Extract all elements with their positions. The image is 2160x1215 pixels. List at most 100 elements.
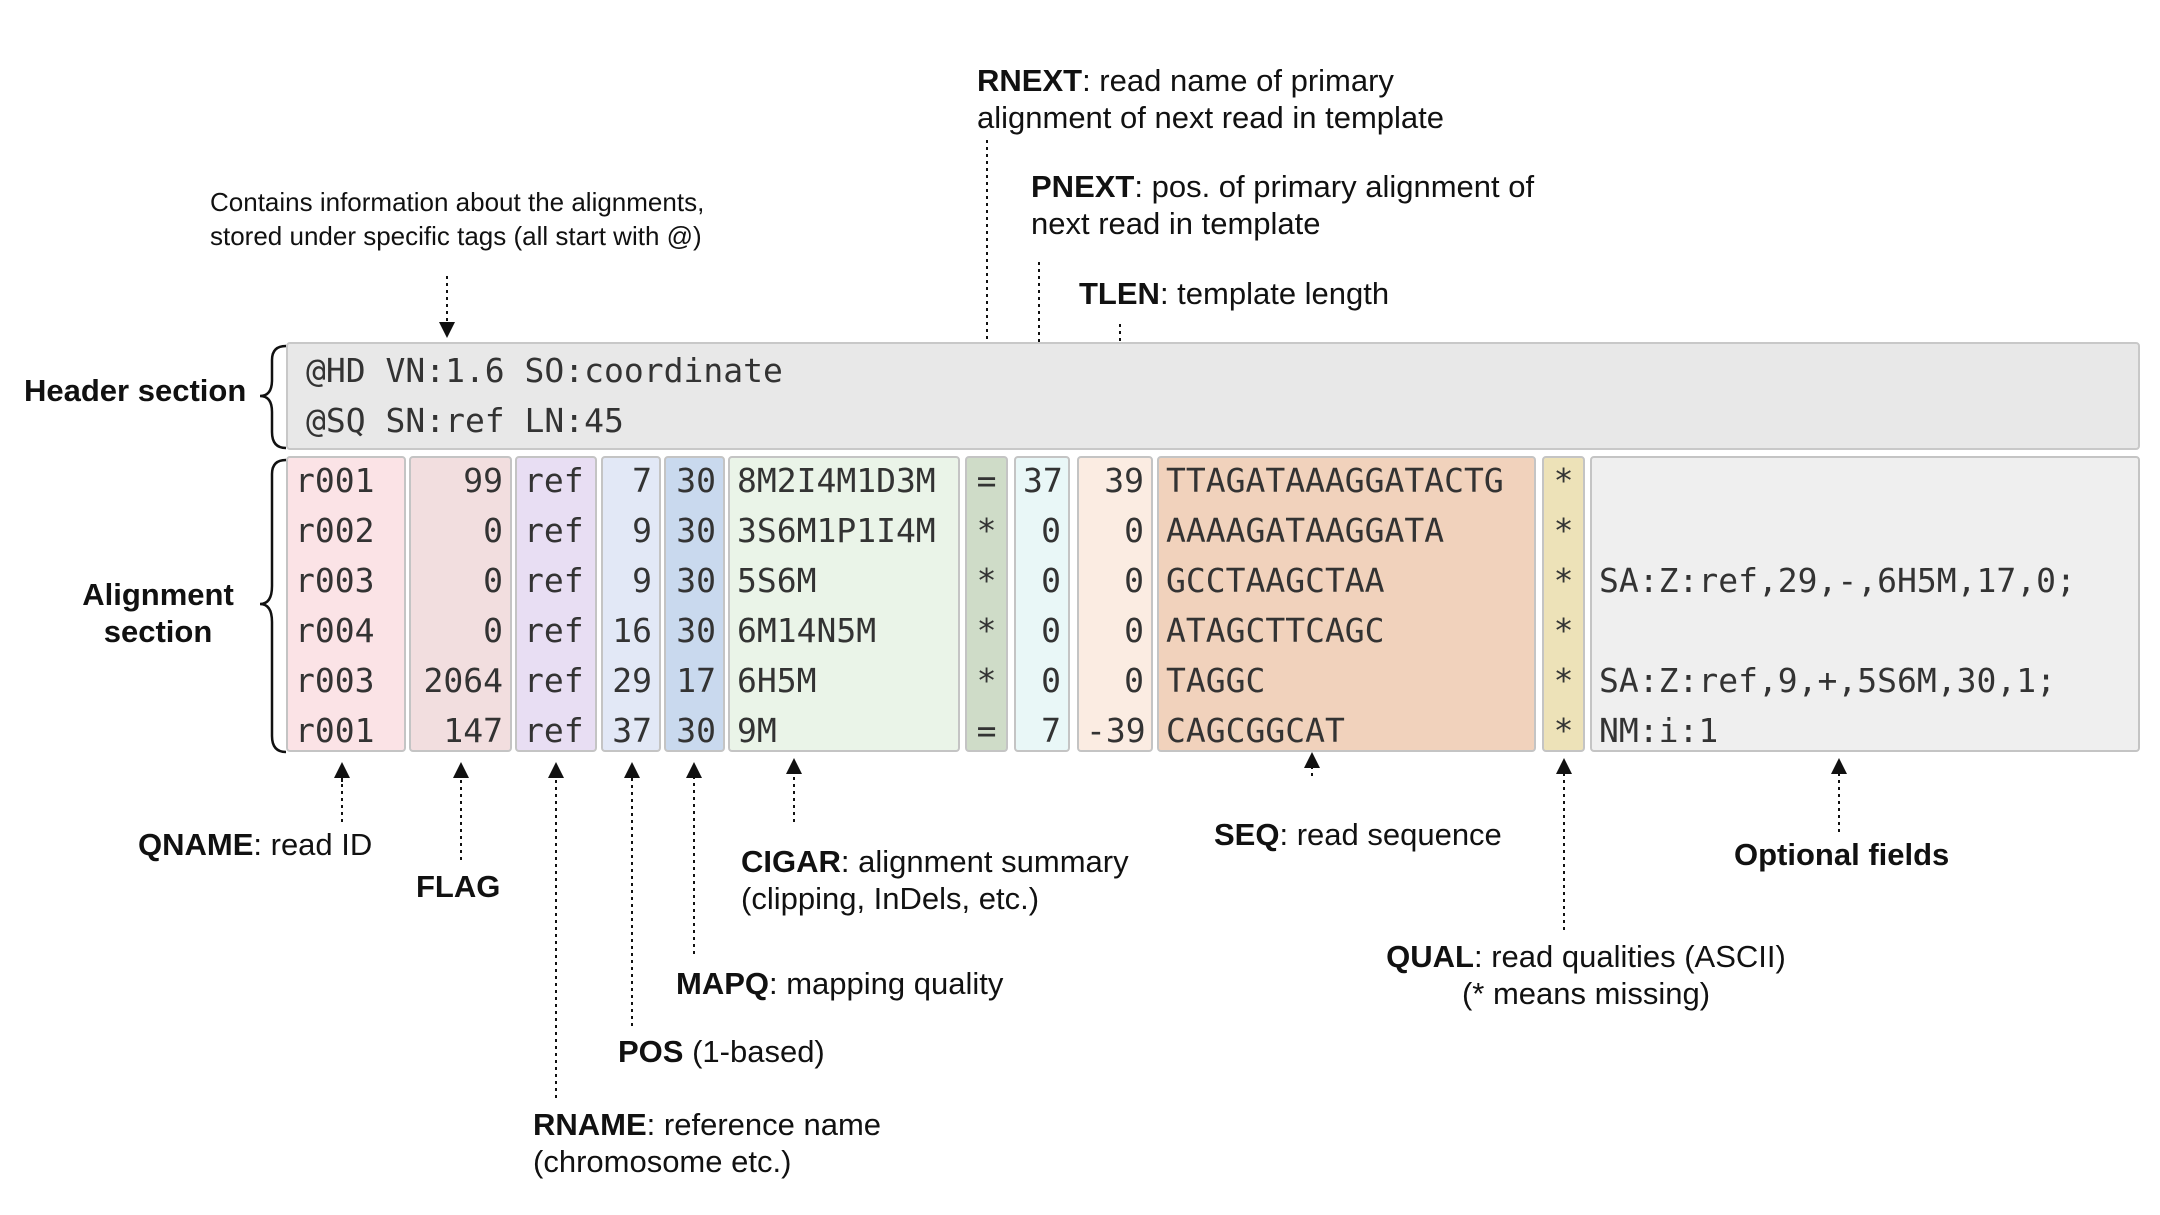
rname-cell: ref — [524, 711, 584, 750]
qname-cell: r003 — [295, 561, 375, 600]
column-cigar: 8M2I4M1D3M 3S6M1P1I4M 5S6M 6M14N5M 6H5M 9M — [728, 456, 960, 752]
mapq-cell: 30 — [676, 711, 716, 750]
mapq-cell: 30 — [676, 561, 716, 600]
mapq-cell: 17 — [676, 661, 716, 700]
flag-cell: 2064 — [423, 661, 503, 700]
qname-label: QNAME: read ID — [138, 827, 373, 862]
flag-cell: 147 — [443, 711, 503, 750]
tlen-cell: 39 — [1104, 461, 1144, 500]
header-section-brace — [259, 344, 287, 450]
pnext-cell: 7 — [1041, 711, 1061, 750]
flag-label: FLAG — [416, 869, 501, 904]
column-optional: SA:Z:ref,29,-,6H5M,17,0; SA:Z:ref,9,+,5S6… — [1590, 456, 2140, 752]
pos-label: POS (1-based) — [618, 1034, 825, 1069]
tlen-cell: 0 — [1124, 561, 1144, 600]
column-mapq: 30 30 30 30 17 30 — [664, 456, 725, 752]
pnext-cell: 37 — [1023, 461, 1063, 500]
optional-cell: NM:i:1 — [1599, 711, 1719, 750]
header-section-label: Header section — [24, 373, 247, 408]
rnext-label: RNEXT: read name of primary alignment of… — [977, 63, 1444, 135]
column-qname: r001 r002 r003 r004 r003 r001 — [286, 456, 406, 752]
rnext-cell: * — [976, 661, 997, 700]
column-rname: ref ref ref ref ref ref — [515, 456, 597, 752]
pos-cell: 7 — [632, 461, 652, 500]
pos-cell: 29 — [612, 661, 652, 700]
pos-cell: 9 — [632, 561, 652, 600]
optional-fields-label: Optional fields — [1734, 837, 1950, 872]
cigar-cell: 3S6M1P1I4M — [737, 511, 936, 550]
qual-cell: * — [1553, 661, 1574, 700]
seq-cell: ATAGCTTCAGC — [1166, 611, 1385, 650]
seq-cell: CAGCGGCAT — [1166, 711, 1345, 750]
optional-cell: SA:Z:ref,29,-,6H5M,17,0; — [1599, 561, 2076, 600]
optional-cell — [1599, 606, 2131, 656]
alignment-section-brace — [259, 458, 287, 754]
qual-cell: * — [1553, 561, 1574, 600]
pos-cell: 9 — [632, 511, 652, 550]
header-note: Contains information about the alignment… — [210, 187, 705, 251]
cigar-cell: 9M — [737, 711, 777, 750]
mapq-cell: 30 — [676, 461, 716, 500]
rnext-cell: = — [976, 461, 997, 500]
pnext-cell: 0 — [1041, 561, 1061, 600]
header-line: @HD VN:1.6 SO:coordinate — [306, 351, 783, 390]
qual-cell: * — [1553, 711, 1574, 750]
rname-cell: ref — [524, 661, 584, 700]
seq-cell: AAAAGATAAGGATA — [1166, 511, 1445, 550]
column-rnext: = * * * * = — [965, 456, 1008, 752]
seq-cell: TAGGC — [1166, 661, 1266, 700]
qname-cell: r004 — [295, 611, 375, 650]
qname-cell: r001 — [295, 711, 375, 750]
pnext-cell: 0 — [1041, 511, 1061, 550]
optional-cell — [1599, 506, 2131, 556]
mapq-cell: 30 — [676, 511, 716, 550]
rname-cell: ref — [524, 511, 584, 550]
cigar-cell: 6M14N5M — [737, 611, 877, 650]
column-seq: TTAGATAAAGGATACTG AAAAGATAAGGATA GCCTAAGCT… — [1157, 456, 1536, 752]
rname-label: RNAME: reference name (chromosome etc.) — [533, 1107, 882, 1179]
qname-cell: r003 — [295, 661, 375, 700]
pos-cell: 37 — [612, 711, 652, 750]
seq-cell: GCCTAAGCTAA — [1166, 561, 1385, 600]
tlen-cell: 0 — [1124, 661, 1144, 700]
column-qual: ****** — [1542, 456, 1585, 752]
optional-cell: SA:Z:ref,9,+,5S6M,30,1; — [1599, 661, 2056, 700]
tlen-cell: -39 — [1086, 711, 1146, 750]
cigar-label: CIGAR: alignment summary (clipping, InDe… — [741, 844, 1129, 916]
rnext-cell: * — [976, 511, 997, 550]
tlen-cell: 0 — [1124, 611, 1144, 650]
cigar-cell: 8M2I4M1D3M — [737, 461, 936, 500]
tlen-label: TLEN: template length — [1079, 276, 1390, 311]
header-section: @HD VN:1.6 SO:coordinate @SQ SN:ref LN:4… — [286, 342, 2140, 450]
pnext-label: PNEXT: pos. of primary alignment of next… — [1031, 169, 1535, 241]
rnext-cell: * — [976, 561, 997, 600]
rname-cell: ref — [524, 561, 584, 600]
flag-cell: 0 — [483, 561, 503, 600]
rnext-cell: * — [976, 611, 997, 650]
pnext-cell: 0 — [1041, 661, 1061, 700]
rname-cell: ref — [524, 461, 584, 500]
cigar-cell: 6H5M — [737, 661, 817, 700]
qname-cell: r002 — [295, 511, 375, 550]
seq-cell: TTAGATAAAGGATACTG — [1166, 461, 1504, 500]
column-pos: 7 9 9 16 29 37 — [601, 456, 661, 752]
rnext-cell: = — [976, 711, 997, 750]
flag-cell: 0 — [483, 611, 503, 650]
optional-cell — [1599, 456, 2131, 506]
tlen-cell: 0 — [1124, 511, 1144, 550]
qual-label: QUAL: read qualities (ASCII) (* means mi… — [1386, 939, 1786, 1011]
flag-cell: 99 — [463, 461, 503, 500]
mapq-cell: 30 — [676, 611, 716, 650]
header-line: @SQ SN:ref LN:45 — [306, 401, 624, 440]
cigar-cell: 5S6M — [737, 561, 817, 600]
column-tlen: 39 0 0 0 0 -39 — [1077, 456, 1153, 752]
qname-cell: r001 — [295, 461, 375, 500]
rname-cell: ref — [524, 611, 584, 650]
mapq-label: MAPQ: mapping quality — [676, 966, 1004, 1001]
pos-cell: 16 — [612, 611, 652, 650]
qual-cell: * — [1553, 511, 1574, 550]
seq-label: SEQ: read sequence — [1214, 817, 1502, 852]
